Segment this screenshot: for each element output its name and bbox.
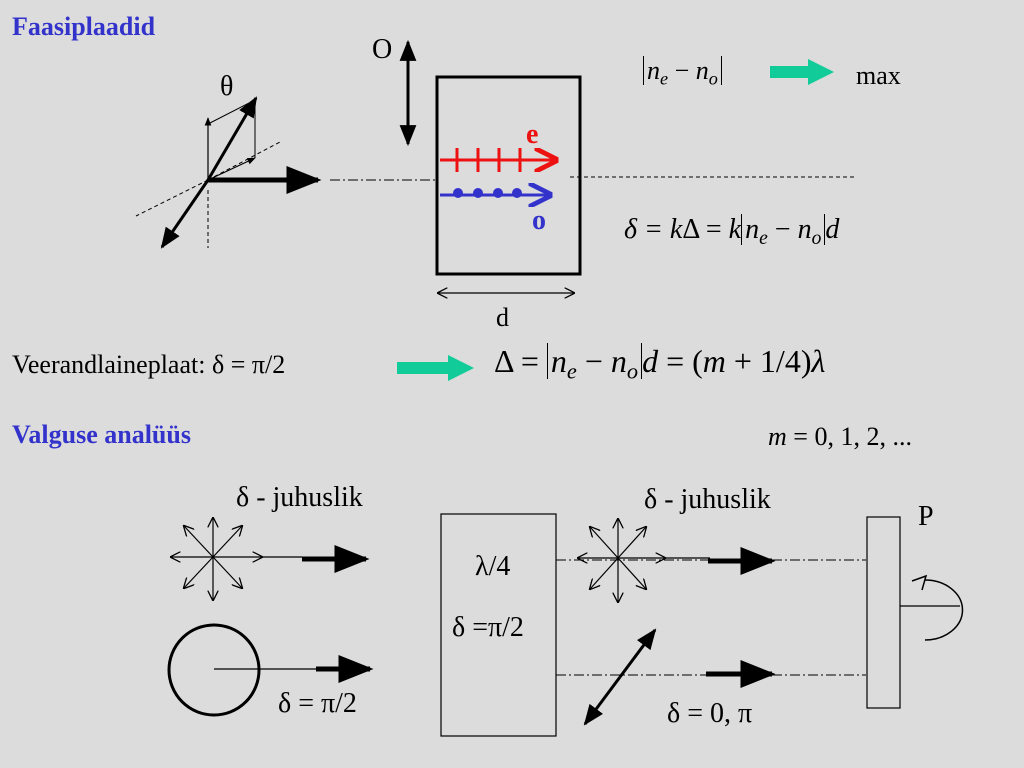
max-label: max (856, 61, 901, 90)
linear-polarization-top (618, 628, 657, 678)
o-ray (440, 188, 550, 198)
delta-random-right: δ - juhuslik (644, 484, 771, 515)
green-arrow-max (770, 59, 834, 85)
polarization-sketch (135, 96, 322, 249)
birefringence-abs: ne − no (643, 56, 722, 88)
rotation-arrow (924, 579, 964, 641)
crystal-plate (435, 75, 582, 276)
quarter-wave-label: Veerandlaineplaat: δ = π/2 (12, 350, 286, 379)
starburst-left (171, 518, 302, 600)
heading-light-analysis: Valguse analüüs (12, 420, 191, 449)
green-arrow-quarter (397, 355, 474, 381)
quarter-wave-plate (440, 513, 557, 737)
m-values: m = 0, 1, 2, ... (768, 422, 912, 451)
linear-polarization (583, 676, 622, 726)
e-ray (440, 148, 556, 172)
delta-zero-pi-label: δ = 0, π (667, 698, 753, 729)
polarizer-label: P (918, 501, 934, 532)
plate-lambda-quarter: λ/4 (475, 551, 511, 582)
rotation-arrowhead (911, 574, 928, 591)
delta-random-left: δ - juhuslik (236, 482, 363, 513)
starburst-right (578, 519, 710, 602)
circular-polarization (167, 623, 261, 717)
optic-axis-label: O (372, 34, 393, 65)
theta-label: θ (220, 71, 234, 102)
plate-delta: δ =π/2 (452, 612, 524, 643)
thickness-label: d (496, 303, 509, 332)
o-ray-label: o (532, 205, 546, 236)
polarizer (866, 516, 901, 709)
e-ray-label: e (526, 119, 539, 150)
circular-delta-label: δ = π/2 (278, 688, 357, 719)
heading-phase-plates: Faasiplaadid (12, 12, 156, 41)
